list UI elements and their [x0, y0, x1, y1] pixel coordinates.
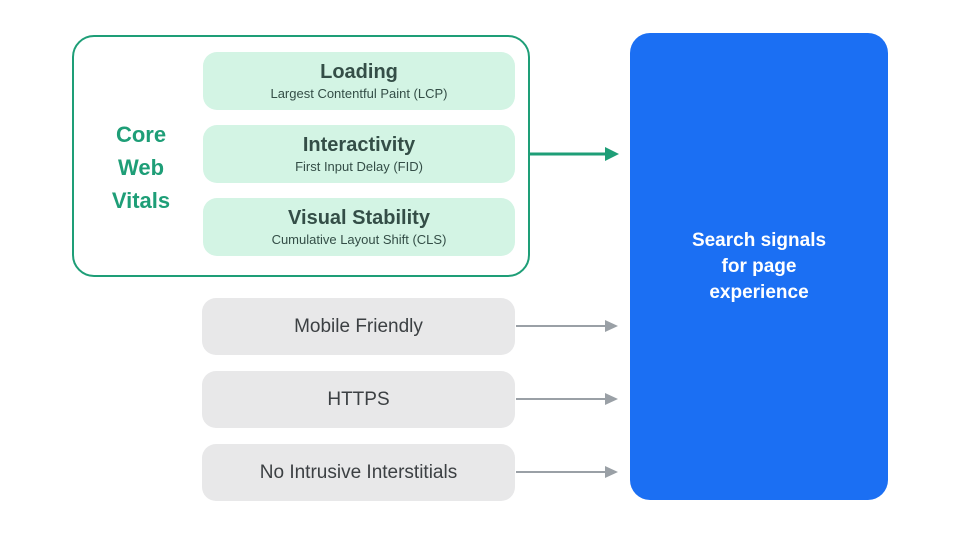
no-intrusive-interstitials-arrow	[516, 466, 618, 478]
visual-stability-title: Visual Stability	[288, 207, 430, 229]
https-pill: HTTPS	[202, 371, 515, 428]
arrow-head-icon	[605, 393, 618, 405]
mobile-friendly-label: Mobile Friendly	[294, 315, 423, 337]
search-signals-label-line: Search signals	[691, 229, 827, 251]
arrow-head-icon	[605, 466, 618, 478]
core-web-vitals-label-line: Core	[115, 122, 167, 147]
mobile-friendly-pill: Mobile Friendly	[202, 298, 515, 355]
arrow-shaft	[516, 398, 607, 400]
mobile-friendly-arrow	[516, 320, 618, 332]
https-arrow	[516, 393, 618, 405]
interactivity-pill: Interactivity First Input Delay (FID)	[203, 125, 515, 183]
visual-stability-subtitle: Cumulative Layout Shift (CLS)	[271, 232, 447, 247]
no-intrusive-interstitials-label: No Intrusive Interstitials	[259, 461, 458, 483]
search-signals-box: Search signals for page experience	[630, 33, 888, 500]
visual-stability-pill: Visual Stability Cumulative Layout Shift…	[203, 198, 515, 256]
no-intrusive-interstitials-pill: No Intrusive Interstitials	[202, 444, 515, 501]
search-signals-label: Search signals for page experience	[692, 228, 826, 306]
arrow-head-icon	[605, 320, 618, 332]
core-web-vitals-label-line: Vitals	[111, 188, 171, 213]
interactivity-subtitle: First Input Delay (FID)	[295, 159, 423, 174]
loading-subtitle: Largest Contentful Paint (LCP)	[270, 86, 448, 101]
loading-title: Loading	[320, 61, 398, 83]
arrow-head-icon	[605, 147, 619, 161]
arrow-shaft	[516, 471, 607, 473]
interactivity-title: Interactivity	[302, 134, 416, 156]
core-web-vitals-arrow	[530, 147, 619, 161]
loading-pill: Loading Largest Contentful Paint (LCP)	[203, 52, 515, 110]
search-signals-label-line: for page	[721, 255, 797, 277]
arrow-shaft	[530, 152, 608, 156]
core-web-vitals-label: Core Web Vitals	[85, 118, 197, 217]
arrow-shaft	[516, 325, 607, 327]
core-web-vitals-label-line: Web	[117, 155, 165, 180]
search-signals-label-line: experience	[709, 281, 809, 303]
https-label: HTTPS	[327, 388, 390, 410]
